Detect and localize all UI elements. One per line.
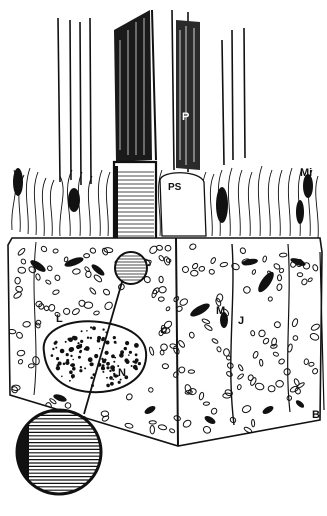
label-n: N (118, 367, 126, 379)
chromatin-speck (110, 382, 114, 386)
chromatin-speck (113, 336, 116, 339)
chromatin-speck (97, 339, 101, 343)
nucleus (44, 321, 147, 392)
chromatin-speck (80, 366, 82, 368)
chromatin-speck (79, 350, 82, 353)
chromatin-speck (102, 371, 104, 373)
chromatin-speck (114, 341, 117, 344)
chromatin-speck (111, 367, 114, 370)
label-p: P (182, 111, 189, 123)
chromatin-speck (80, 340, 83, 343)
rod-p (176, 20, 200, 170)
chromatin-speck (101, 338, 104, 341)
chromatin-speck (72, 377, 74, 379)
chromatin-speck (138, 362, 141, 365)
chromatin-speck (90, 337, 92, 339)
chromatin-speck (102, 359, 106, 363)
chromatin-speck (69, 347, 74, 352)
chromatin-speck (56, 366, 60, 370)
chromatin-speck (105, 351, 109, 355)
ps-cup (160, 173, 206, 236)
chromatin-speck (132, 361, 134, 363)
chromatin-speck (134, 343, 139, 348)
chromatin-speck (106, 377, 108, 379)
chromatin-speck (99, 348, 101, 350)
chromatin-speck (135, 353, 138, 356)
chromatin-speck (70, 355, 72, 357)
chromatin-speck (71, 363, 75, 367)
chromatin-speck (125, 360, 129, 364)
central-bundle (114, 10, 156, 162)
magnified-circle-inset (14, 410, 104, 494)
chromatin-speck (131, 365, 133, 367)
chromatin-speck (128, 354, 130, 356)
label-ps: PS (168, 182, 182, 193)
chromatin-speck (78, 356, 81, 359)
chromatin-speck (60, 349, 65, 354)
chromatin-speck (102, 328, 104, 330)
chromatin-speck (118, 381, 121, 384)
label-l: L (56, 313, 63, 325)
chromatin-speck (90, 377, 93, 380)
label-b: B (312, 409, 320, 421)
chromatin-speck (66, 359, 69, 362)
chromatin-speck (88, 357, 93, 362)
chromatin-speck (102, 364, 105, 367)
chromatin-speck (113, 361, 115, 363)
chromatin-speck (54, 342, 57, 345)
chromatin-speck (79, 369, 82, 372)
chromatin-speck (65, 341, 67, 343)
granule (286, 427, 291, 432)
chromatin-speck (109, 376, 113, 380)
chromatin-speck (90, 362, 94, 366)
chromatin-speck (78, 344, 82, 348)
chromatin-speck (125, 341, 129, 345)
chromatin-speck (69, 380, 71, 382)
label-j: J (238, 315, 244, 327)
granule (308, 430, 314, 436)
chromatin-speck (84, 367, 86, 369)
chromatin-speck (120, 353, 122, 355)
chromatin-speck (111, 354, 115, 358)
chromatin-speck (52, 348, 54, 350)
chromatin-speck (55, 347, 57, 349)
chromatin-speck (106, 366, 109, 369)
chromatin-speck (129, 351, 132, 354)
chromatin-speck (51, 354, 54, 357)
chromatin-speck (109, 370, 111, 372)
chromatin-speck (95, 355, 98, 358)
chromatin-speck (81, 330, 83, 332)
chromatin-speck (87, 337, 89, 339)
label-mi: Mi (300, 167, 312, 179)
chromatin-speck (106, 384, 110, 388)
chromatin-speck (124, 347, 127, 350)
chromatin-speck (61, 376, 63, 378)
chromatin-speck (66, 353, 69, 356)
chromatin-speck (56, 357, 59, 360)
label-m: M (216, 305, 225, 317)
chromatin-speck (86, 330, 88, 332)
chromatin-speck (68, 337, 73, 342)
chromatin-speck (106, 341, 110, 345)
chromatin-speck (77, 342, 79, 344)
chromatin-speck (63, 363, 66, 366)
chromatin-speck (73, 336, 78, 341)
chromatin-speck (72, 367, 76, 371)
chromatin-speck (106, 362, 110, 366)
chromatin-speck (69, 370, 73, 374)
chromatin-speck (112, 379, 114, 381)
chromatin-speck (92, 326, 96, 330)
chromatin-speck (72, 359, 74, 361)
chromatin-speck (135, 367, 138, 370)
chromatin-speck (85, 346, 90, 351)
chromatin-speck (90, 326, 92, 328)
